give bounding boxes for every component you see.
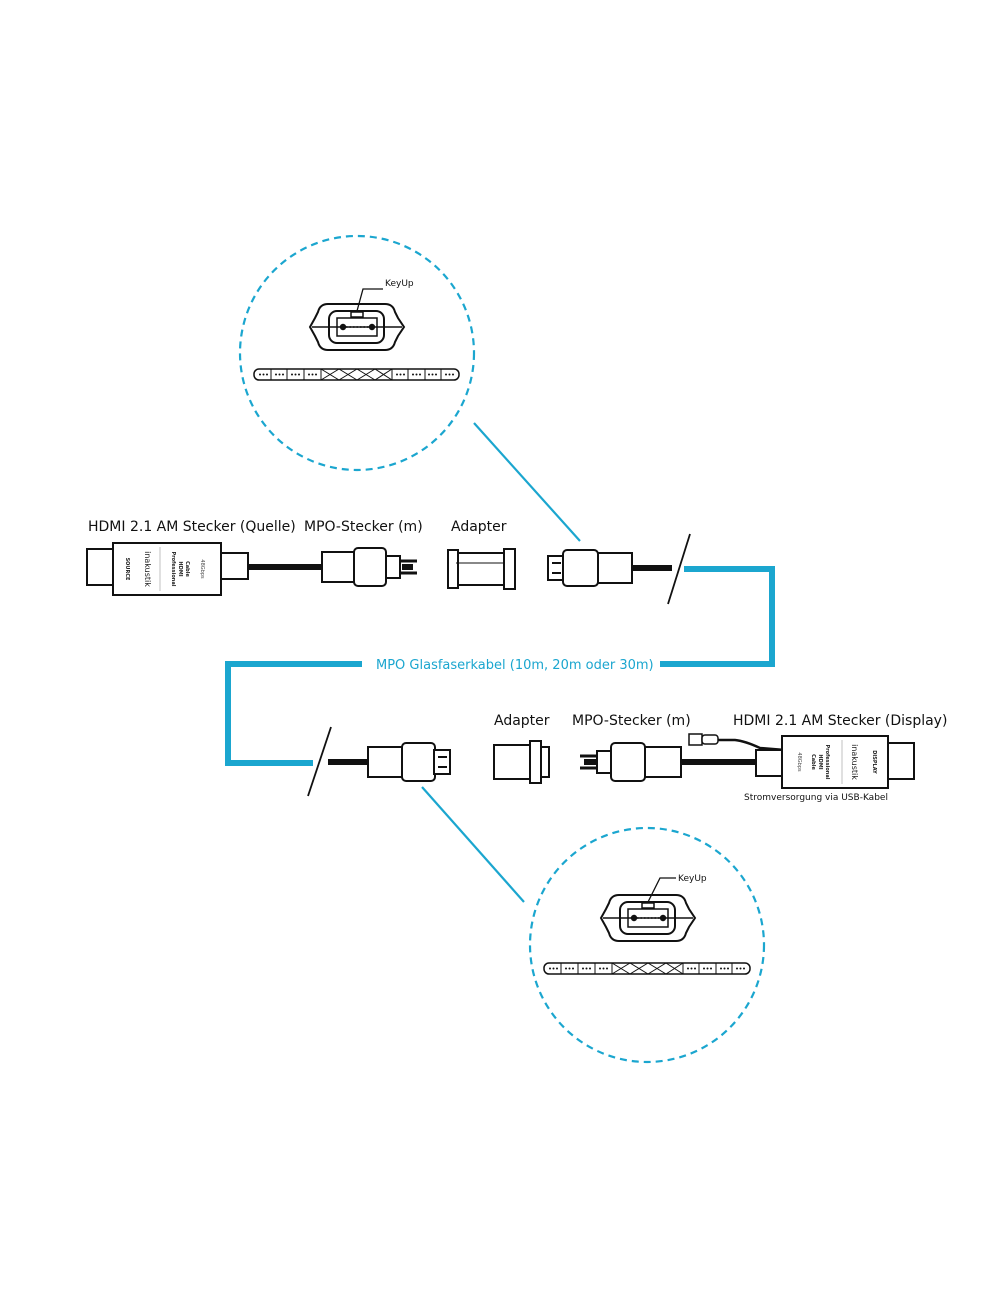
svg-text:inakustik: inakustik <box>143 551 152 587</box>
svg-text:HDMI: HDMI <box>177 561 183 576</box>
adapter-bottom-label: Adapter <box>494 713 550 729</box>
keyup-label-bottom: KeyUp <box>678 874 707 884</box>
hdmi-display-label: HDMI 2.1 AM Stecker (Display) <box>733 713 947 729</box>
zoom-circle-bottom: KeyUp <box>528 826 766 1064</box>
usb-power-cable <box>688 733 786 752</box>
svg-text:48Gbps: 48Gbps <box>796 752 802 772</box>
mpo-plug-top-right <box>547 533 691 605</box>
zoom-circle-top: KeyUp <box>238 234 476 472</box>
svg-text:inakustik: inakustik <box>850 744 859 780</box>
adapter-top-label: Adapter <box>451 519 507 535</box>
svg-text:48Gbps: 48Gbps <box>199 559 205 579</box>
mpo-top-label: MPO-Stecker (m) <box>304 519 423 535</box>
zoom-pointer-bottom <box>421 786 525 903</box>
mpo-face-bottom-icon <box>599 877 697 942</box>
mpo-plug-bottom-right <box>580 742 756 782</box>
fiber-array-top-icon <box>253 368 460 381</box>
fiber-cable-path <box>225 566 775 766</box>
svg-text:Cable: Cable <box>184 561 190 577</box>
svg-text:Cable: Cable <box>810 754 816 770</box>
fiber-array-bottom-icon <box>543 962 751 975</box>
hdmi-source-label: HDMI 2.1 AM Stecker (Quelle) <box>88 519 296 535</box>
mpo-plug-top-left <box>321 547 417 587</box>
svg-text:Professional: Professional <box>170 552 176 587</box>
cable-label: MPO Glasfaserkabel (10m, 20m oder 30m) <box>376 658 654 673</box>
hdmi-source-plug: SOURCE inakustik Professional HDMI Cable… <box>86 542 322 596</box>
mpo-bottom-label: MPO-Stecker (m) <box>572 713 691 729</box>
keyup-label-top: KeyUp <box>385 279 414 289</box>
adapter-top <box>447 548 516 590</box>
svg-text:DISPLAY: DISPLAY <box>871 750 877 774</box>
mpo-plug-bottom-left <box>307 726 451 797</box>
svg-text:SOURCE: SOURCE <box>124 558 130 581</box>
mpo-face-top-icon <box>308 288 406 351</box>
zoom-pointer-top <box>473 422 581 542</box>
power-note: Stromversorgung via USB-Kabel <box>744 793 888 803</box>
svg-text:HDMI: HDMI <box>817 754 823 769</box>
hdmi-display-plug: 48Gbps Cable HDMI Professional inakustik… <box>755 735 915 789</box>
adapter-bottom <box>493 740 550 784</box>
svg-text:Professional: Professional <box>824 745 830 780</box>
